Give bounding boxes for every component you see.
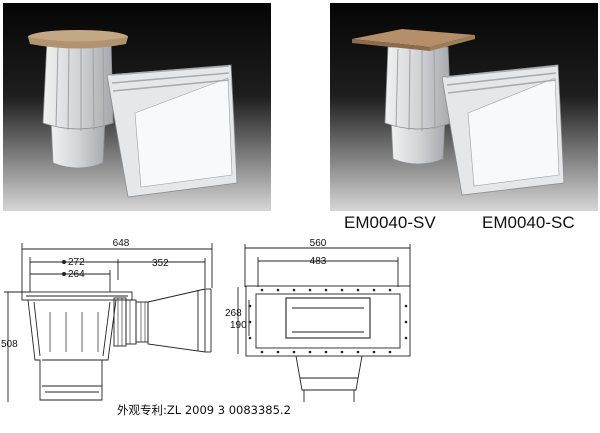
dim-a: 272 xyxy=(68,257,85,268)
product-photo-left xyxy=(3,3,271,211)
dim-mouth-length: 352 xyxy=(152,258,169,269)
dim-overall-width: 560 xyxy=(310,238,327,249)
dim-opening-height: 190 xyxy=(230,320,247,331)
flange-bolt-holes xyxy=(62,260,408,354)
patent-note: 外观专利:ZL 2009 3 0083385.2 xyxy=(117,403,291,417)
side-view xyxy=(4,243,213,402)
dim-overall-length: 648 xyxy=(113,238,130,249)
model-label-sc: EM0040-SC xyxy=(482,213,575,232)
skimmer-square-lid-illustration xyxy=(330,3,598,211)
dim-inner-width: 483 xyxy=(310,256,327,267)
model-label-sv: EM0040-SV xyxy=(344,213,436,232)
technical-drawing: 648 272 264 352 508 560 483 268 190 xyxy=(1,238,411,402)
diameter-symbol-b xyxy=(62,272,66,276)
skimmer-illustration xyxy=(3,3,271,211)
front-view xyxy=(237,244,411,402)
dim-height: 508 xyxy=(1,339,18,350)
diameter-symbol-a xyxy=(62,260,66,264)
product-photo-right xyxy=(330,3,598,211)
dim-b: 264 xyxy=(68,269,85,280)
dim-flange-height: 268 xyxy=(225,308,242,319)
